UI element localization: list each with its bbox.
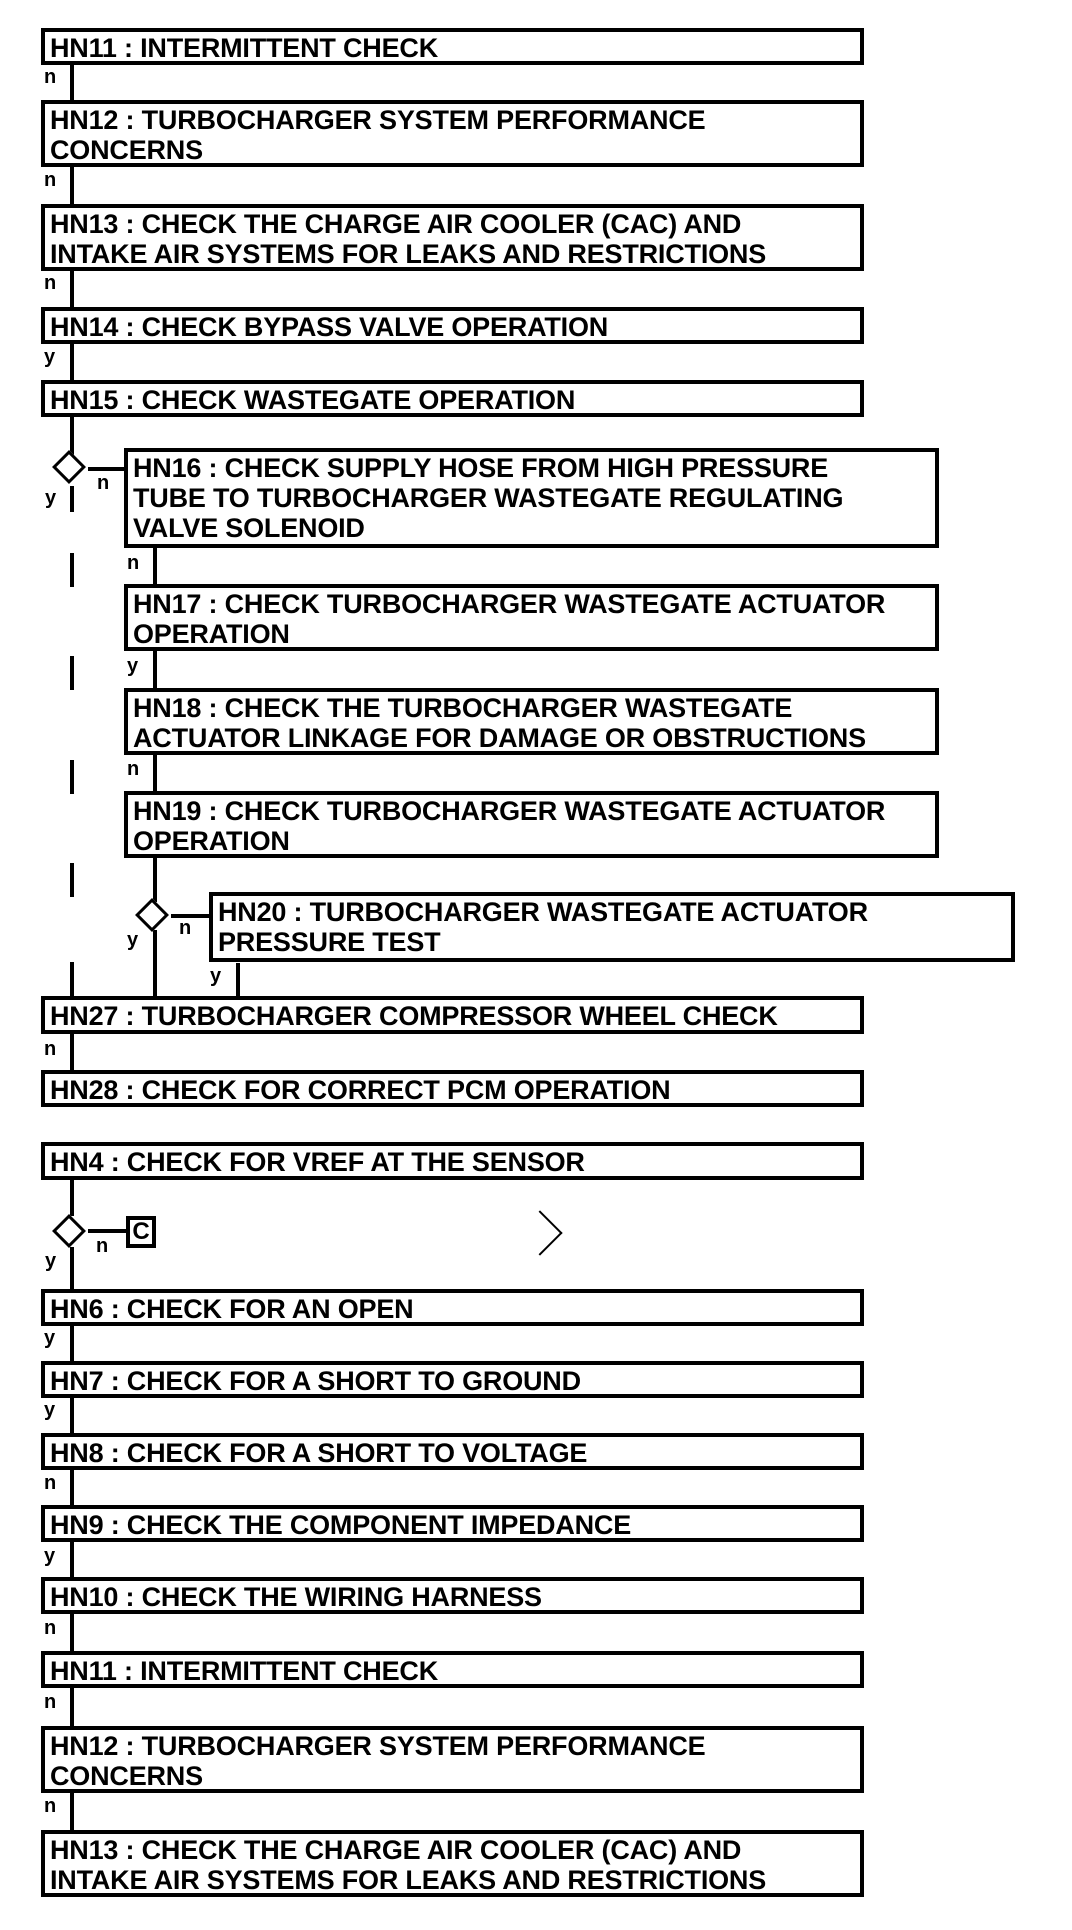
connector-line	[153, 856, 157, 902]
connector-line	[70, 1792, 74, 1832]
step-hn9: HN9 : CHECK THE COMPONENT IMPEDANCE	[41, 1505, 864, 1542]
branch-label-yes: y	[127, 929, 139, 951]
branch-label-yes: y	[44, 1545, 56, 1567]
decision-diamond-hn15	[52, 450, 86, 484]
branch-label-no: n	[44, 272, 57, 294]
connector-line	[153, 930, 157, 998]
step-hn20: HN20 : TURBOCHARGER WASTEGATE ACTUATOR P…	[209, 892, 1015, 962]
chevron-right-icon	[517, 1210, 563, 1256]
connector-line	[236, 963, 240, 998]
step-hn27: HN27 : TURBOCHARGER COMPRESSOR WHEEL CHE…	[41, 996, 864, 1034]
branch-label-no: n	[44, 169, 57, 191]
step-hn11: HN11 : INTERMITTENT CHECK	[41, 28, 864, 65]
connector-line	[70, 656, 74, 690]
connector-line	[70, 1688, 74, 1728]
connector-line	[70, 64, 74, 102]
branch-label-yes: y	[45, 1250, 57, 1272]
connector-line	[70, 270, 74, 308]
step-hn10: HN10 : CHECK THE WIRING HARNESS	[41, 1577, 864, 1614]
branch-label-no: n	[44, 66, 57, 88]
step-hn13: HN13 : CHECK THE CHARGE AIR COOLER (CAC)…	[41, 1830, 864, 1897]
step-hn18: HN18 : CHECK THE TURBOCHARGER WASTEGATE …	[124, 688, 939, 755]
connector-line	[70, 1614, 74, 1652]
step-hn12: HN12 : TURBOCHARGER SYSTEM PERFORMANCE C…	[41, 1726, 864, 1793]
step-hn4: HN4 : CHECK FOR VREF AT THE SENSOR	[41, 1142, 864, 1180]
step-hn12: HN12 : TURBOCHARGER SYSTEM PERFORMANCE C…	[41, 100, 864, 167]
connector-line	[70, 1470, 74, 1506]
branch-label-no: n	[127, 552, 140, 574]
step-hn15: HN15 : CHECK WASTEGATE OPERATION	[41, 380, 864, 417]
branch-label-no: n	[127, 758, 140, 780]
connector-line	[70, 344, 74, 380]
branch-label-no: n	[44, 1472, 57, 1494]
connector-line	[153, 546, 157, 586]
connector-line	[70, 486, 74, 512]
connector-line	[70, 166, 74, 206]
connector-line	[153, 754, 157, 792]
branch-label-no: n	[96, 1235, 109, 1257]
branch-label-no: n	[179, 917, 192, 939]
step-hn16: HN16 : CHECK SUPPLY HOSE FROM HIGH PRESS…	[124, 448, 939, 548]
connector-line	[70, 1542, 74, 1578]
step-hn14: HN14 : CHECK BYPASS VALVE OPERATION	[41, 307, 864, 344]
branch-label-yes: y	[45, 487, 57, 509]
branch-label-no: n	[44, 1691, 57, 1713]
step-hn28: HN28 : CHECK FOR CORRECT PCM OPERATION	[41, 1070, 864, 1107]
connector-line	[153, 650, 157, 690]
step-hn7: HN7 : CHECK FOR A SHORT TO GROUND	[41, 1361, 864, 1398]
branch-label-yes: y	[44, 1399, 56, 1421]
connector-line	[70, 760, 74, 794]
step-hn8: HN8 : CHECK FOR A SHORT TO VOLTAGE	[41, 1433, 864, 1470]
connector-line	[88, 1229, 126, 1233]
branch-label-yes: y	[127, 655, 139, 677]
branch-label-no: n	[97, 472, 110, 494]
step-hn6: HN6 : CHECK FOR AN OPEN	[41, 1289, 864, 1326]
branch-label-yes: y	[210, 965, 222, 987]
connector-line	[171, 914, 211, 918]
connector-line	[70, 1180, 74, 1216]
branch-label-yes: y	[44, 346, 56, 368]
decision-diamond-hn4	[52, 1214, 86, 1248]
connector-line	[70, 416, 74, 456]
branch-label-yes: y	[44, 1327, 56, 1349]
connector-line	[70, 1398, 74, 1434]
connector-line	[70, 863, 74, 897]
connector-c: C	[126, 1216, 156, 1248]
step-hn13: HN13 : CHECK THE CHARGE AIR COOLER (CAC)…	[41, 204, 864, 271]
step-hn17: HN17 : CHECK TURBOCHARGER WASTEGATE ACTU…	[124, 584, 939, 651]
step-hn19: HN19 : CHECK TURBOCHARGER WASTEGATE ACTU…	[124, 791, 939, 858]
decision-diamond-hn19	[135, 898, 169, 932]
step-hn11: HN11 : INTERMITTENT CHECK	[41, 1651, 864, 1688]
connector-line	[70, 1247, 74, 1290]
connector-line	[70, 962, 74, 998]
branch-label-no: n	[44, 1038, 57, 1060]
connector-line	[88, 467, 126, 471]
branch-label-no: n	[44, 1795, 57, 1817]
branch-label-no: n	[44, 1617, 57, 1639]
connector-line	[70, 1034, 74, 1072]
connector-line	[70, 1326, 74, 1362]
connector-line	[70, 553, 74, 587]
